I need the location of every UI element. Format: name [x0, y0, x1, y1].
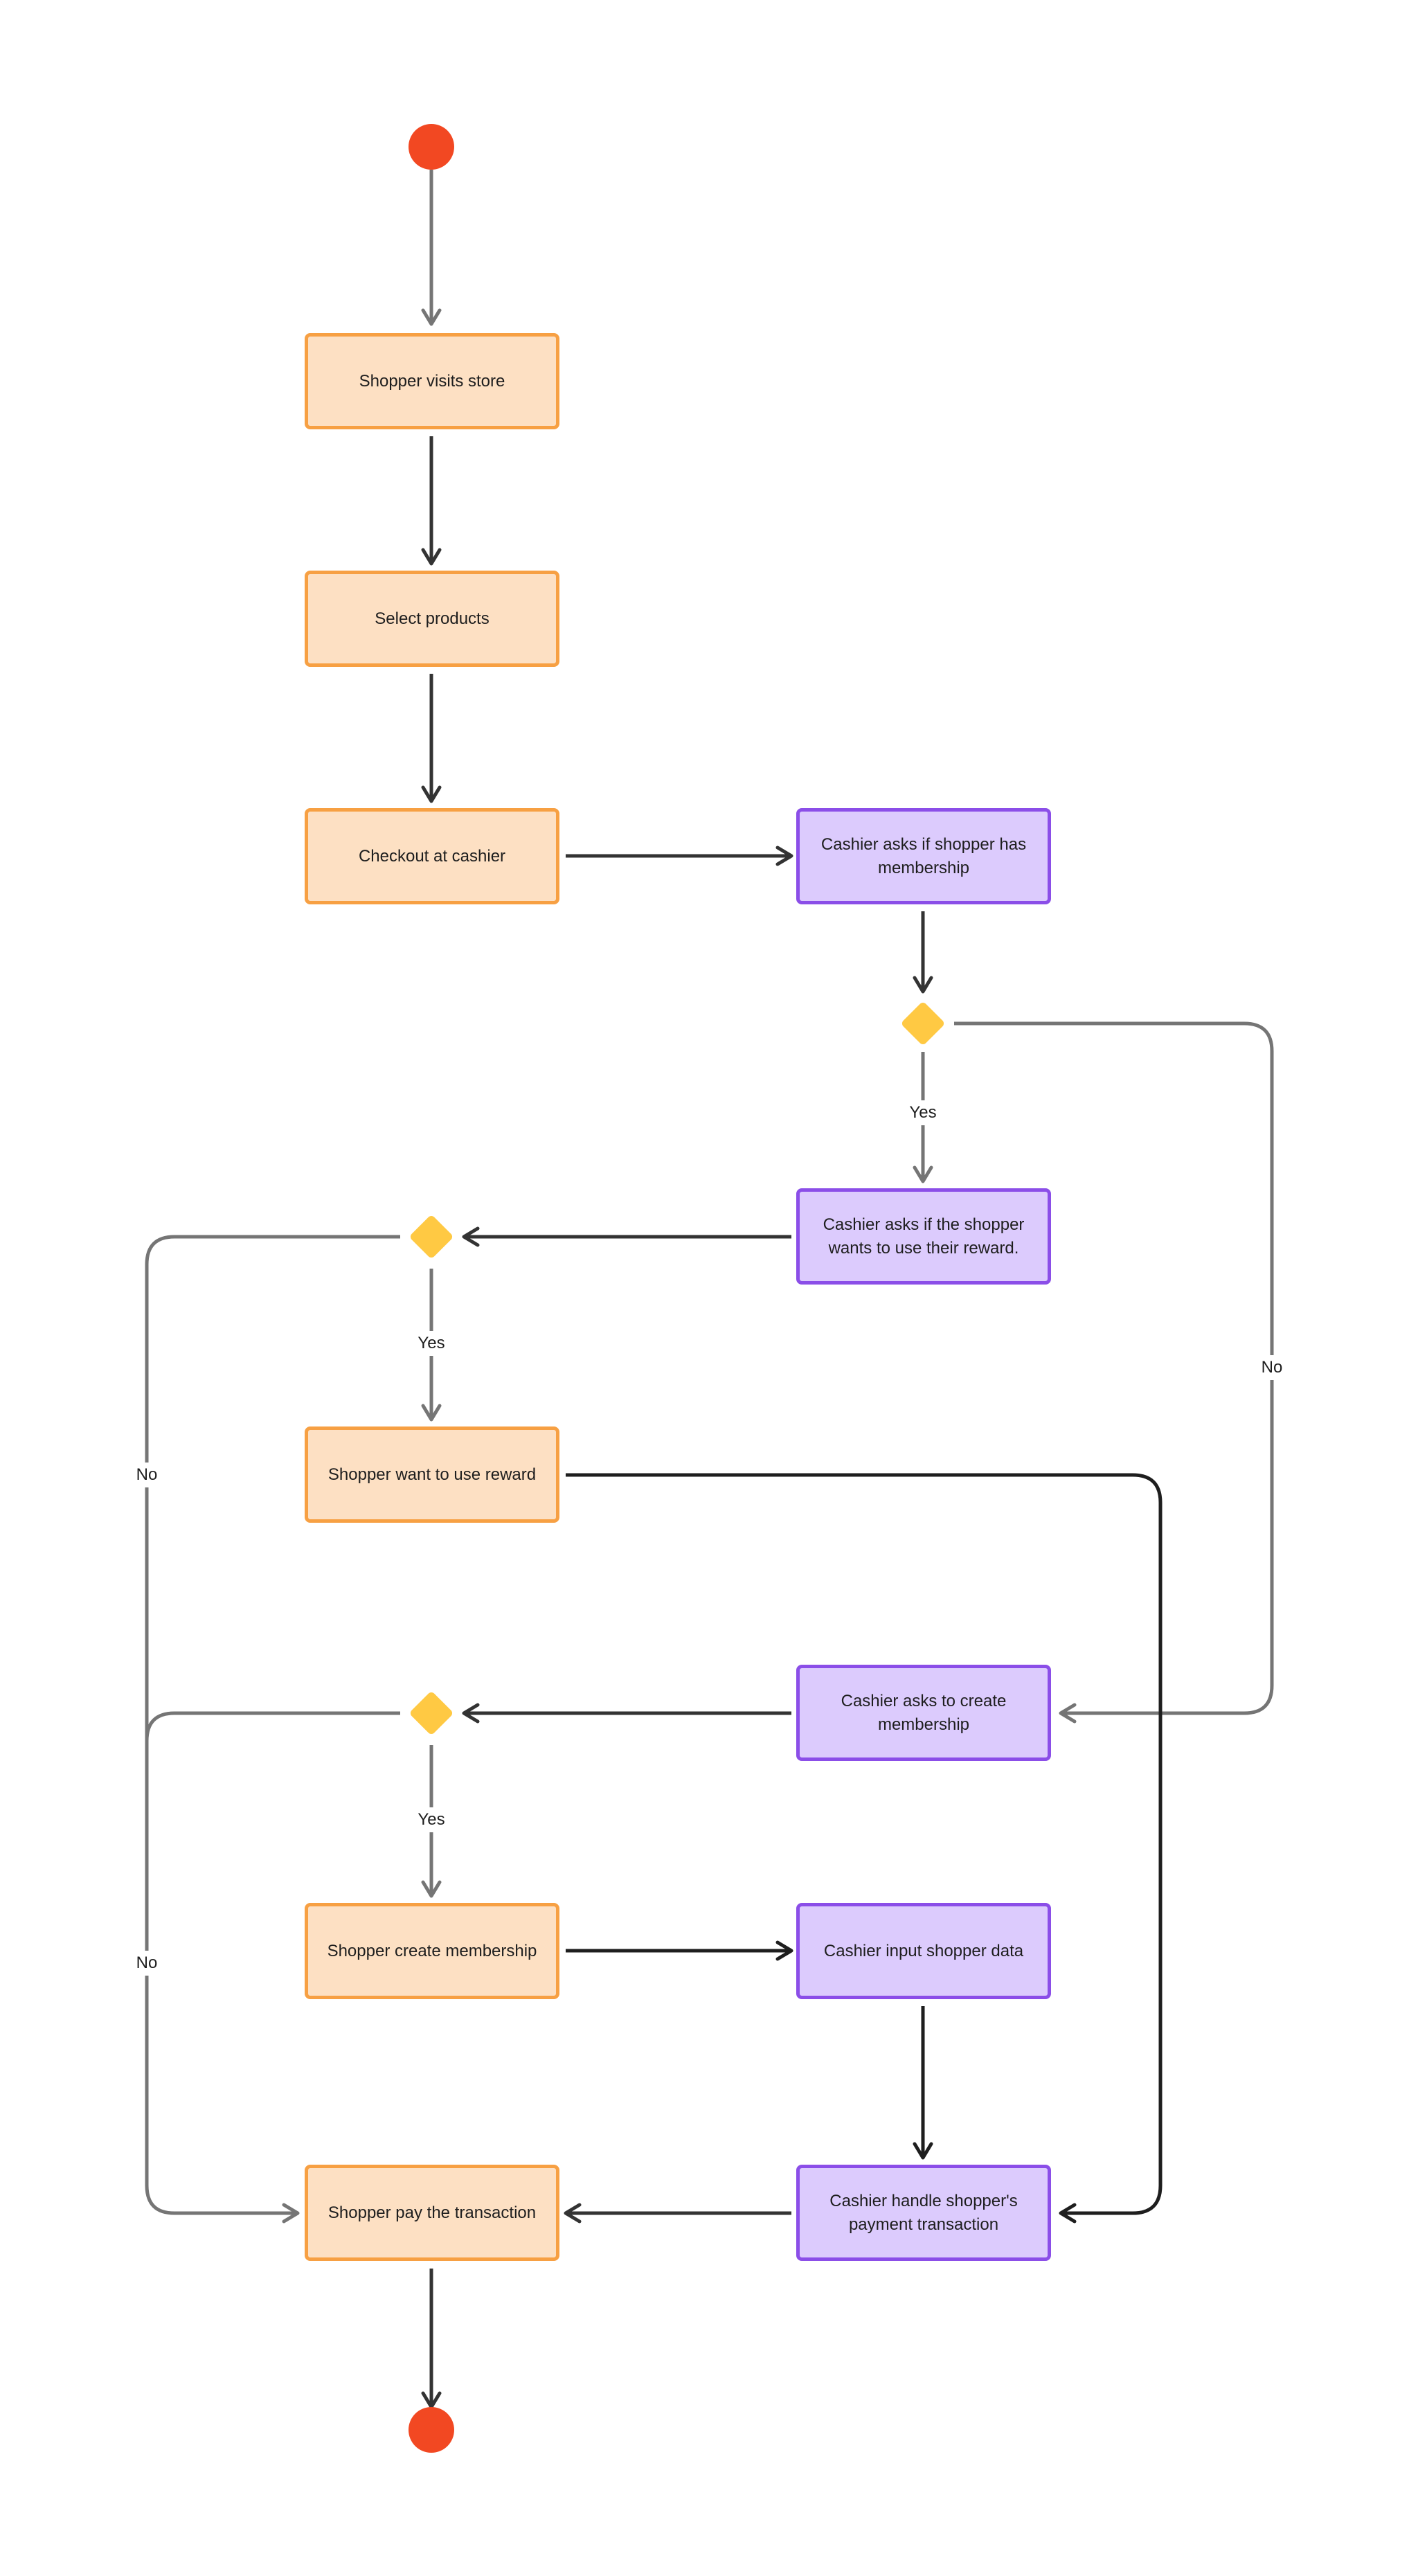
edge-decision-3-no [145, 1711, 400, 2077]
node-shopper-use-reward: Shopper want to use reward [305, 1426, 559, 1523]
decision-has-membership [901, 1002, 944, 1045]
label-no-reward: No [132, 1463, 162, 1487]
label-no-create: No [132, 1951, 162, 1976]
label-yes-reward: Yes [413, 1331, 449, 1356]
edge-use-reward-to-handle-payment [566, 1473, 1163, 2224]
label-yes-membership: Yes [905, 1100, 941, 1125]
node-shopper-pay-transaction: Shopper pay the transaction [305, 2165, 559, 2261]
node-checkout-at-cashier: Checkout at cashier [305, 808, 559, 904]
node-cashier-asks-membership: Cashier asks if shopper has membership [796, 808, 1051, 904]
label-no-membership: No [1257, 1355, 1287, 1380]
node-shopper-create-membership: Shopper create membership [305, 1903, 559, 1999]
node-cashier-input-data: Cashier input shopper data [796, 1903, 1051, 1999]
node-cashier-handle-payment: Cashier handle shopper's payment transac… [796, 2165, 1051, 2261]
node-select-products: Select products [305, 571, 559, 667]
decision-use-reward [410, 1215, 453, 1258]
edge-decision-2-no [145, 1235, 400, 2224]
node-shopper-visits-store: Shopper visits store [305, 333, 559, 429]
label-yes-create: Yes [413, 1807, 449, 1832]
edge-decision-1-no [954, 1021, 1274, 1724]
node-cashier-asks-reward: Cashier asks if the shopper wants to use… [796, 1188, 1051, 1285]
start-node [409, 124, 454, 170]
end-node [409, 2407, 454, 2453]
node-cashier-asks-create-membership: Cashier asks to create membership [796, 1665, 1051, 1761]
decision-create-membership [410, 1692, 453, 1735]
